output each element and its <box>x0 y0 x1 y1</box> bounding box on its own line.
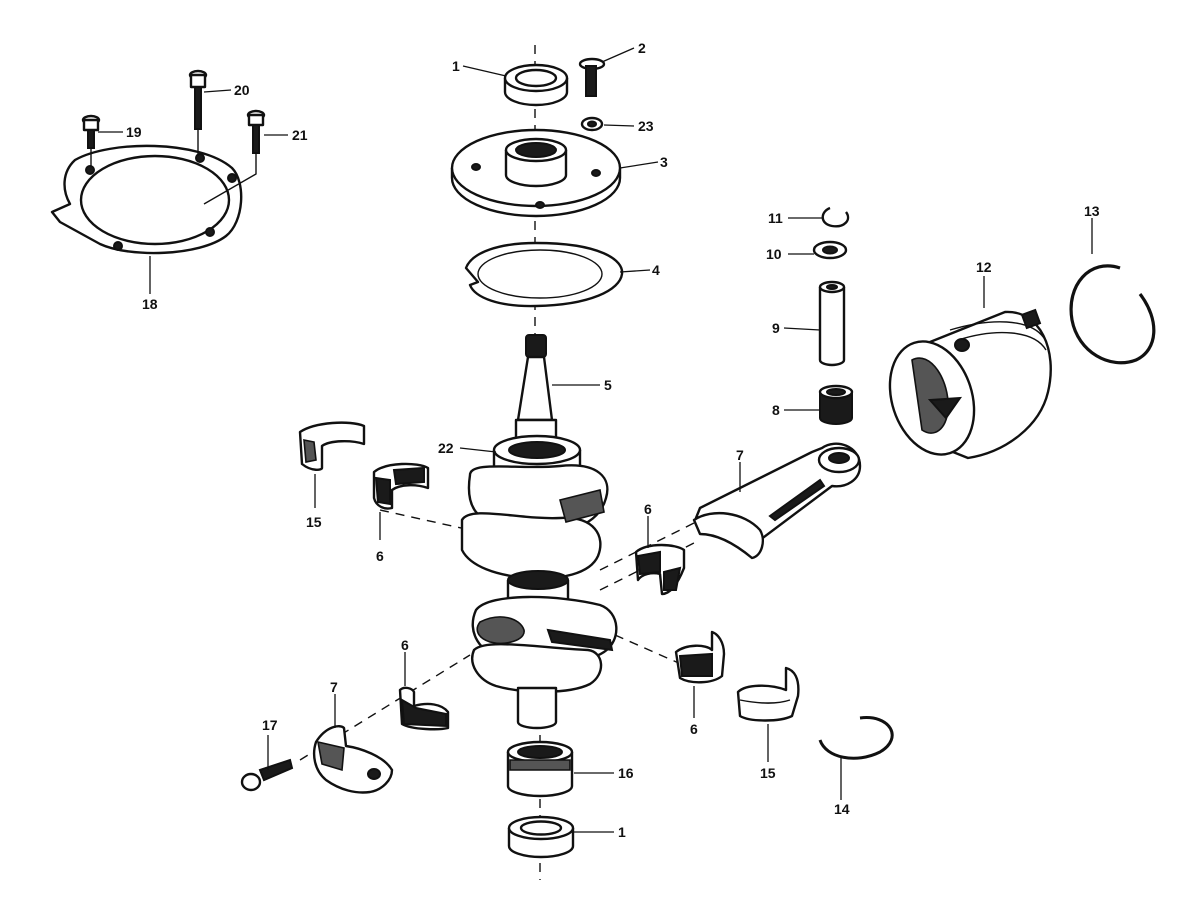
callout-6-lower-right: 6 <box>690 721 698 737</box>
part-6-right-bearing <box>634 543 686 596</box>
callout-11: 11 <box>768 210 783 226</box>
part-8-needle-bearing <box>818 384 854 425</box>
part-4-gasket <box>464 241 624 308</box>
part-10-washer <box>812 240 848 260</box>
callout-6-lower-left: 6 <box>401 637 409 653</box>
part-12-piston <box>888 308 1052 460</box>
part-15-right-cage <box>736 666 800 722</box>
callout-16: 16 <box>618 765 634 781</box>
part-5-crankshaft <box>460 334 618 730</box>
callout-22: 22 <box>438 440 454 456</box>
callout-15-left: 15 <box>306 514 322 530</box>
part-3-bearing-housing <box>450 128 622 218</box>
callout-18: 18 <box>142 296 158 312</box>
callout-20: 20 <box>234 82 250 98</box>
callout-2: 2 <box>638 40 646 56</box>
callout-3: 3 <box>660 154 668 170</box>
part-13-piston-ring <box>1069 264 1156 365</box>
part-17-bolt <box>240 758 294 792</box>
callout-12: 12 <box>976 259 992 275</box>
callout-23: 23 <box>638 118 654 134</box>
part-7-rod-cap <box>312 725 394 794</box>
part-1-top-seal <box>503 63 569 107</box>
part-9-wrist-pin <box>818 280 846 367</box>
callout-13: 13 <box>1084 203 1100 219</box>
part-2-screw <box>578 57 606 97</box>
callout-leader-lines <box>98 47 1093 833</box>
part-6-lower-left-bearing <box>398 686 450 731</box>
part-7-connecting-rod <box>692 442 862 560</box>
callout-21: 21 <box>292 127 308 143</box>
callout-1-top: 1 <box>452 58 460 74</box>
callout-19: 19 <box>126 124 142 140</box>
part-20-screw <box>188 69 208 130</box>
part-11-retaining-clip <box>821 206 850 228</box>
callout-7-cap: 7 <box>330 679 338 695</box>
part-14-retaining-ring <box>818 716 894 760</box>
callout-9: 9 <box>772 320 780 336</box>
part-23-lockwasher <box>580 116 604 132</box>
part-15-left-cage <box>298 421 366 471</box>
part-19-screw <box>81 114 101 149</box>
callout-5: 5 <box>604 377 612 393</box>
part-18-end-plate <box>50 144 243 255</box>
screw-guide-lines <box>90 130 257 205</box>
callout-7-rod: 7 <box>736 447 744 463</box>
callout-15-right: 15 <box>760 765 776 781</box>
part-6-left-bearing <box>372 462 430 510</box>
callout-1-bottom: 1 <box>618 824 626 840</box>
part-21-screw <box>246 109 266 154</box>
part-6-lower-right-bearing <box>674 630 726 684</box>
part-1-bottom-seal <box>507 815 575 859</box>
callout-4: 4 <box>652 262 660 278</box>
callout-10: 10 <box>766 246 782 262</box>
callout-labels: 1 2 23 3 4 5 22 20 19 21 18 11 10 9 8 12… <box>126 40 1100 840</box>
callout-14: 14 <box>834 801 850 817</box>
part-16-roller-bearing <box>506 740 574 798</box>
callout-6-right: 6 <box>644 501 652 517</box>
callout-17: 17 <box>262 717 278 733</box>
callout-8: 8 <box>772 402 780 418</box>
callout-6-left: 6 <box>376 548 384 564</box>
